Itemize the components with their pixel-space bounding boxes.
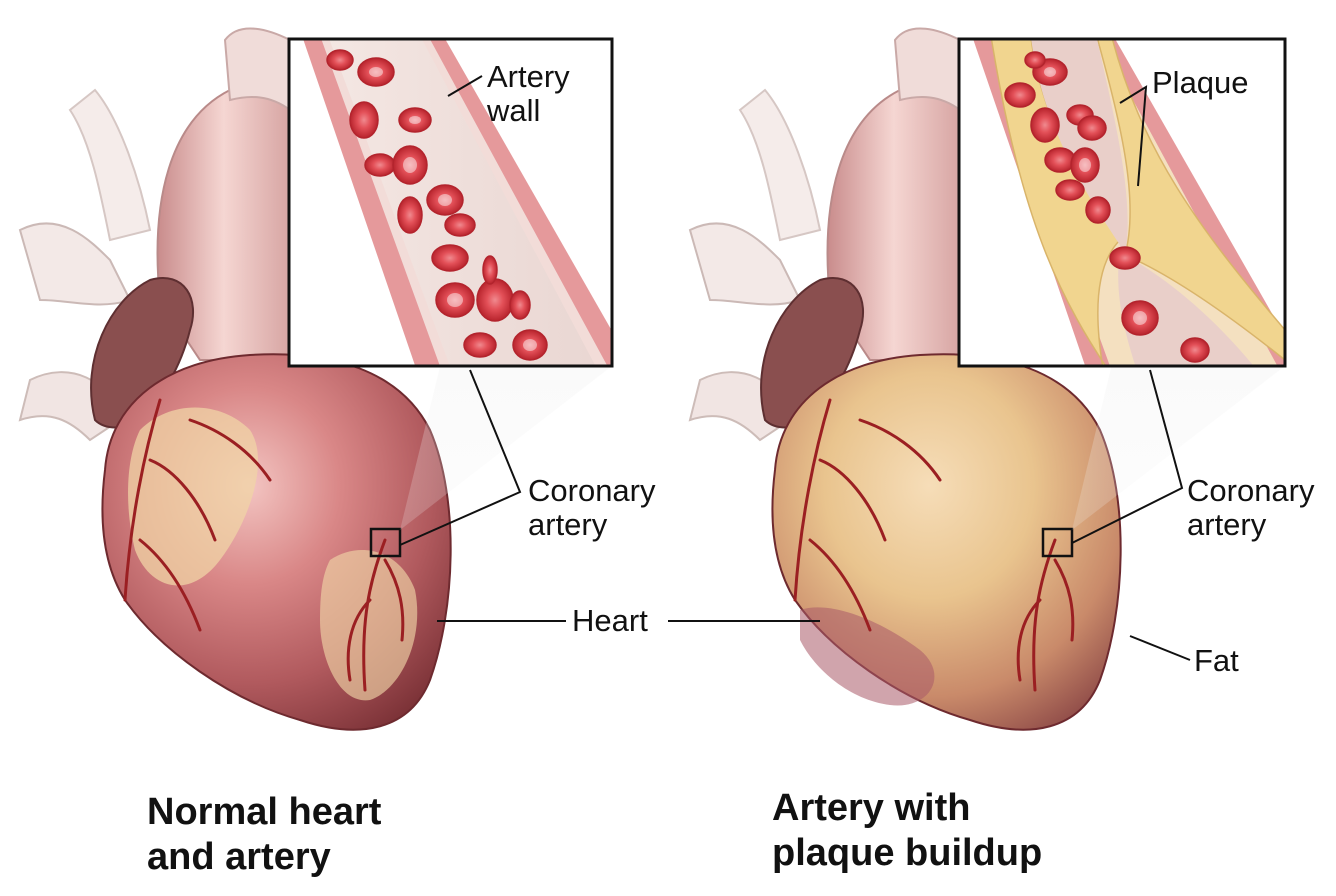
coronary-artery-label-left-line1: Coronary <box>528 474 656 508</box>
coronary-artery-label-right: Coronary artery <box>1187 474 1315 542</box>
heart-label: Heart <box>572 604 648 638</box>
normal-artery-inset <box>289 30 640 380</box>
normal-heart-caption-line1: Normal heart <box>147 790 381 835</box>
coronary-artery-label-right-line2: artery <box>1187 508 1315 542</box>
plaque-buildup-caption: Artery with plaque buildup <box>772 786 1042 876</box>
artery-wall-label-line1: Artery <box>487 60 570 94</box>
coronary-artery-label-right-line1: Coronary <box>1187 474 1315 508</box>
plaque-buildup-caption-line2: plaque buildup <box>772 831 1042 876</box>
heart-label-text: Heart <box>572 604 648 638</box>
plaque-label: Plaque <box>1152 66 1249 100</box>
plaque-label-text: Plaque <box>1152 66 1249 100</box>
coronary-artery-label-left-line2: artery <box>528 508 656 542</box>
fat-label: Fat <box>1194 644 1239 678</box>
fat-label-text: Fat <box>1194 644 1239 678</box>
artery-wall-label: Artery wall <box>487 60 570 128</box>
artery-wall-label-line2: wall <box>487 94 570 128</box>
plaque-artery-inset <box>959 30 1310 380</box>
plaque-buildup-caption-line1: Artery with <box>772 786 1042 831</box>
normal-heart-caption: Normal heart and artery <box>147 790 381 880</box>
coronary-artery-label-left: Coronary artery <box>528 474 656 542</box>
normal-heart-caption-line2: and artery <box>147 835 381 880</box>
